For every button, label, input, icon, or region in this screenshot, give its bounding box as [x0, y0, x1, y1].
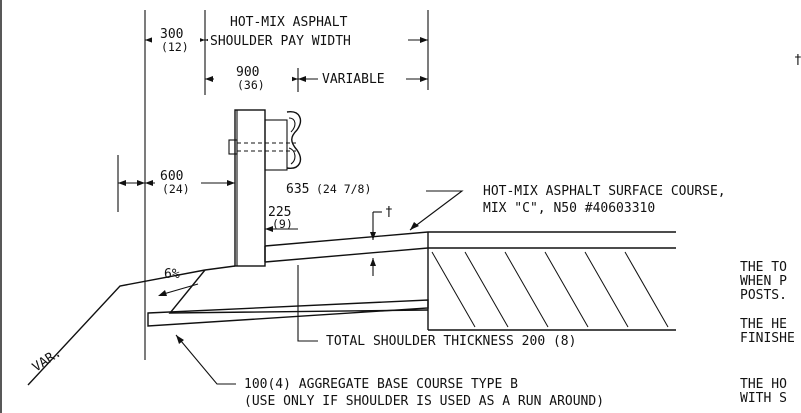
shoulder-thickness-callout: TOTAL SHOULDER THICKNESS 200 (8): [297, 265, 576, 349]
arrowhead: [176, 335, 184, 344]
foreslope-line: [27, 269, 206, 386]
surface-course-callout: HOT-MIX ASPHALT SURFACE COURSE, MIX "C",…: [409, 184, 726, 231]
dim-225: 225: [268, 205, 291, 220]
var-label: VAR.: [30, 345, 64, 375]
label-mask: [214, 63, 292, 93]
label-mask: [152, 30, 200, 54]
dim-635-inches: (24 7/8): [316, 182, 371, 196]
aggregate-base-course: [147, 299, 429, 327]
surface-course-label-line2: MIX "C", N50 #40603310: [483, 201, 655, 216]
hatch-line: [464, 251, 509, 328]
variable-label: VARIABLE: [322, 72, 385, 87]
aggregate-leader: [175, 334, 236, 385]
label-mask: [284, 181, 394, 196]
arrowhead: [145, 180, 153, 186]
note-2-line2: FINISHE: [740, 331, 795, 346]
shoulder-thickness-leader: [297, 265, 318, 342]
dim-225-group: 225 (9): [265, 205, 298, 232]
note-1-line1: THE TO: [740, 260, 787, 275]
surface-course-leader: [409, 190, 464, 231]
aggregate-label-line2: (USE ONLY IF SHOULDER IS USED AS A RUN A…: [244, 394, 604, 409]
guardrail-post: [228, 109, 266, 267]
w-beam-rail-inner: [288, 117, 296, 165]
pay-width-dimension: HOT-MIX ASPHALT SHOULDER PAY WIDTH 300 (…: [144, 10, 429, 360]
arrowhead: [265, 226, 273, 232]
slope-indicator: 6% VAR.: [30, 267, 199, 375]
arrowhead: [145, 37, 153, 43]
dim-600-group: 600 (24): [117, 155, 235, 212]
top-right-dagger: †: [794, 53, 801, 68]
arrowhead: [137, 180, 145, 186]
dim-635: 635: [286, 182, 309, 197]
arrowhead: [158, 290, 167, 296]
pay-width-label-line1: HOT-MIX ASPHALT: [230, 15, 348, 30]
note-1-line3: POSTS.: [740, 288, 787, 303]
hatch-line: [544, 251, 589, 328]
shoulder-top-line: [204, 246, 266, 271]
arrowhead: [410, 222, 419, 230]
label-mask: [208, 33, 408, 47]
shoulder-section: [27, 231, 676, 386]
label-mask: [318, 72, 406, 86]
shoulder-thickness-label: TOTAL SHOULDER THICKNESS 200 (8): [326, 334, 576, 349]
w-beam-rail: [286, 111, 302, 169]
pay-width-label-line2: SHOULDER PAY WIDTH: [210, 34, 351, 49]
pavement-top-line: [264, 231, 676, 247]
dim-300: 300: [160, 27, 183, 42]
note-2-line1: THE HE: [740, 317, 787, 332]
dim-600-inches: (24): [162, 182, 190, 196]
thickness-dagger: †: [385, 205, 393, 220]
arrowhead: [420, 76, 428, 82]
post-body: [234, 109, 266, 267]
label-mask: [155, 166, 201, 192]
shoulder-fill-outline: [168, 269, 429, 314]
note-3-line2: WITH S: [740, 391, 787, 406]
dim-900-inches: (36): [237, 78, 265, 92]
hatch-line: [504, 251, 549, 328]
general-notes: THE TO WHEN P POSTS. THE HE FINISHE THE …: [740, 260, 795, 406]
thickness-marker: †: [370, 205, 393, 276]
post-bolt-head: [228, 139, 238, 155]
dim-300-inches: (12): [161, 40, 189, 54]
hatch-line: [584, 251, 629, 328]
dim-635-group: 635 (24 7/8): [264, 181, 394, 250]
arrowhead: [118, 180, 126, 186]
surface-course-bottom-line: [264, 247, 676, 263]
slope-label: 6%: [164, 267, 180, 282]
aggregate-label-line1: 100(4) AGGREGATE BASE COURSE TYPE B: [244, 377, 518, 392]
dim-600: 600: [160, 169, 183, 184]
blockout-body: [264, 119, 288, 171]
note-3-line1: THE HO: [740, 377, 787, 392]
guardrail-blockout: [237, 111, 302, 171]
aggregate-callout: 100(4) AGGREGATE BASE COURSE TYPE B (USE…: [175, 334, 604, 409]
arrowhead: [370, 258, 376, 266]
arrowhead: [205, 76, 213, 82]
hatch-line: [624, 251, 669, 328]
dim-900: 900: [236, 65, 259, 80]
arrowhead: [227, 180, 235, 186]
arrowhead: [370, 232, 376, 240]
post-offset-dimension: 900 (36) VARIABLE: [205, 63, 428, 93]
slope-arrow: [159, 283, 199, 296]
dim-225-inches: (9): [272, 217, 293, 231]
surface-course-label-line1: HOT-MIX ASPHALT SURFACE COURSE,: [483, 184, 726, 199]
pavement-hatching: [431, 251, 669, 328]
arrowhead: [420, 37, 428, 43]
note-1-line2: WHEN P: [740, 274, 787, 289]
hatch-line: [431, 251, 476, 328]
arrowhead: [298, 76, 306, 82]
